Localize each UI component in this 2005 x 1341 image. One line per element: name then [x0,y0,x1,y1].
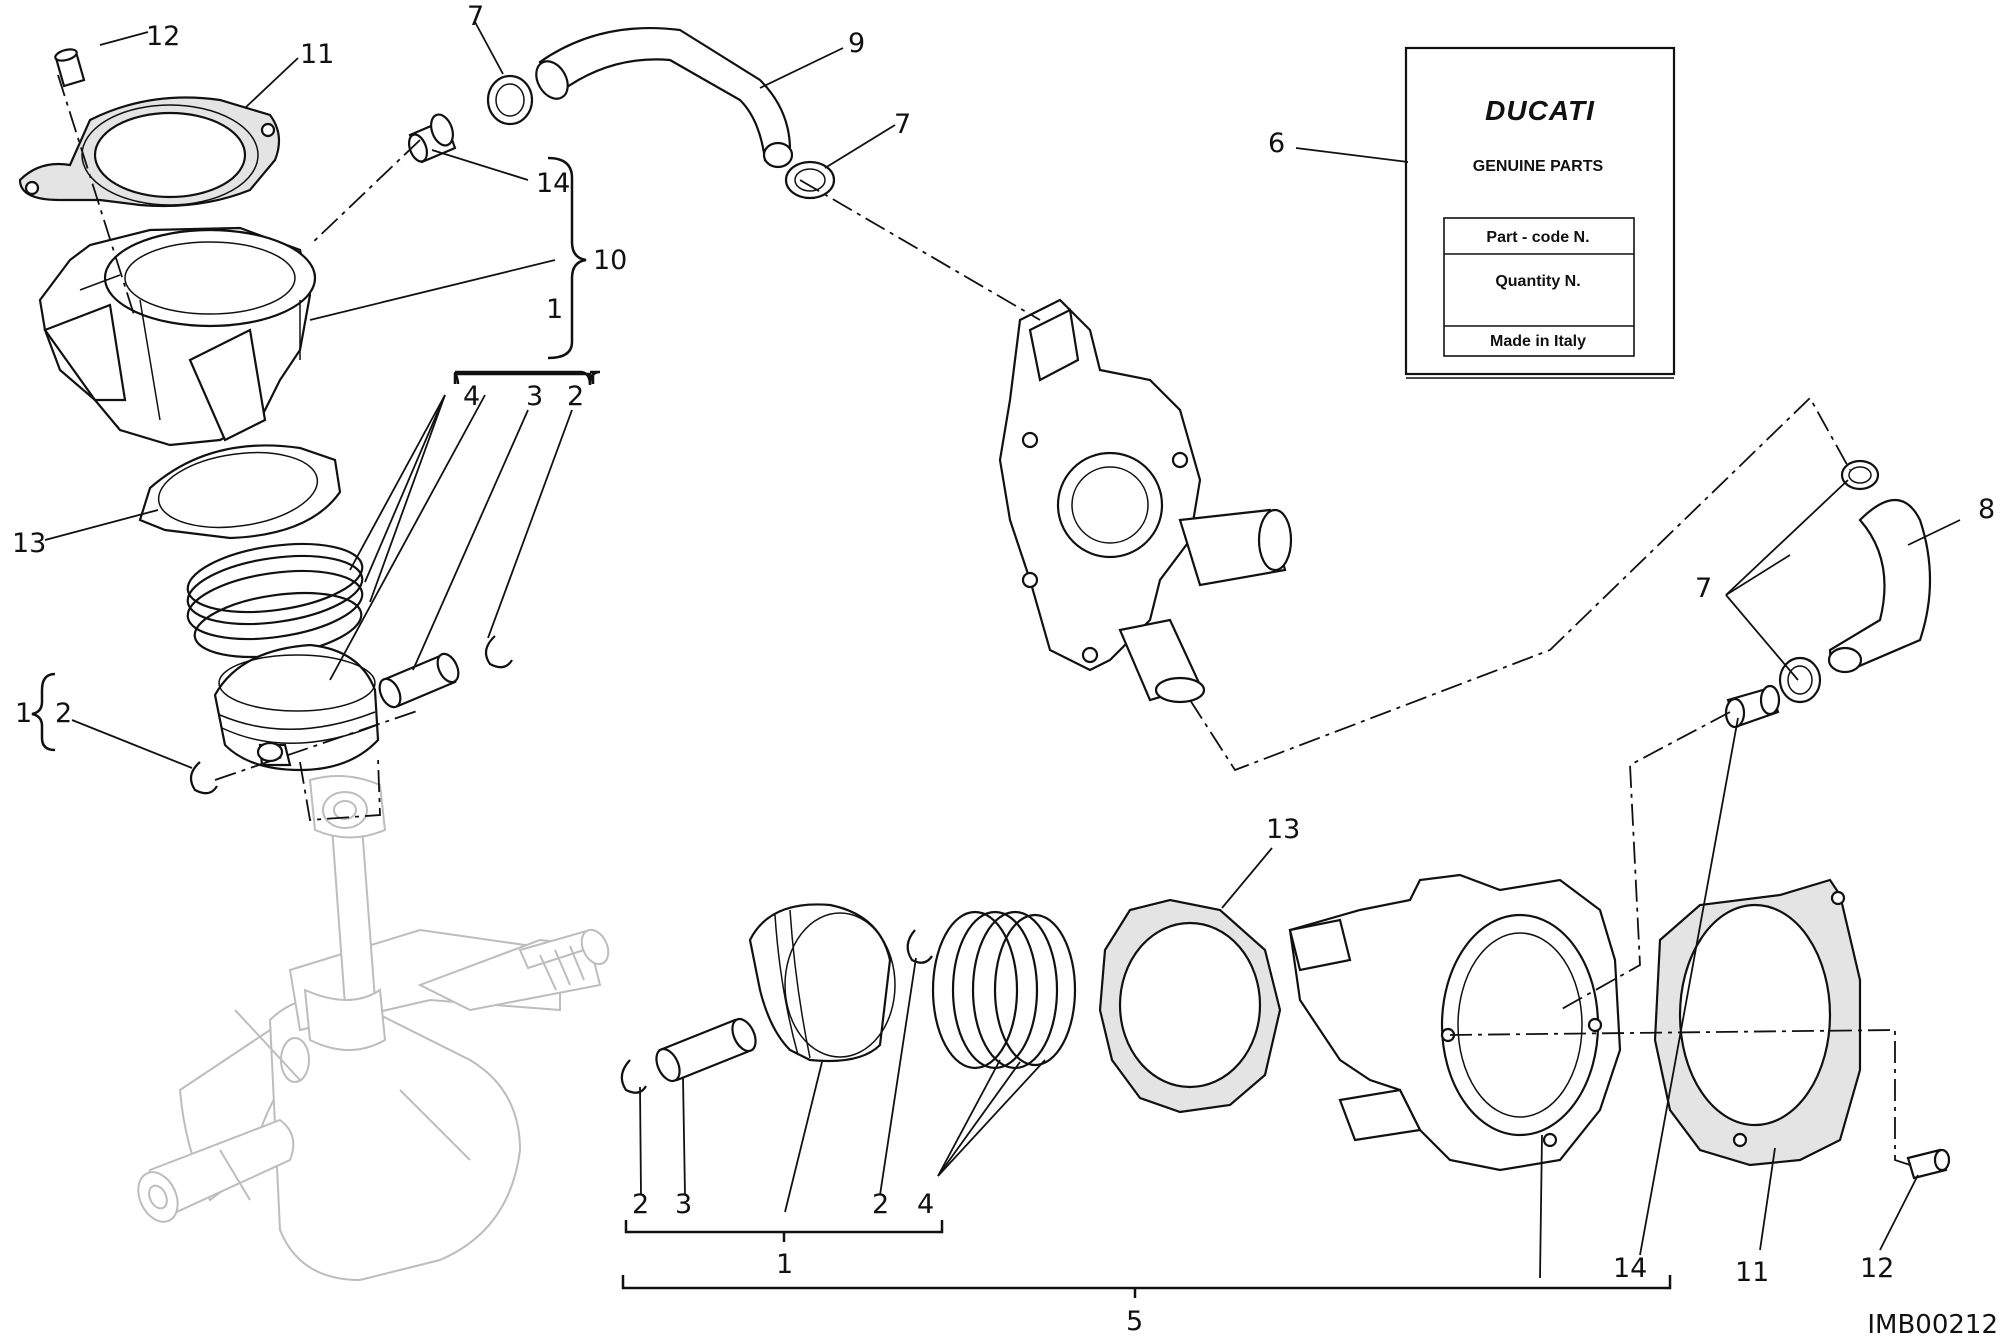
callout-14-top: 14 [536,168,570,199]
callout-1-bottom: 1 [776,1249,793,1280]
circlip-bottom-right [906,929,933,964]
callout-7-top-left: 7 [467,1,484,32]
circlip-bottom-left [620,1059,647,1094]
callout-7-top-right: 7 [894,109,911,140]
callout-12-bottom-right: 12 [1860,1253,1894,1284]
label-quantity-row: Quantity N. [1495,273,1580,290]
base-gasket-bottom [1098,898,1282,1114]
callout-1-top: 1 [546,294,563,325]
callout-14-bottom-right: 14 [1613,1253,1647,1284]
hose-right [1827,498,1932,674]
piston-rings-bottom [931,910,1077,1070]
genuine-parts-label: DUCATI GENUINE PARTS Part - code N. Quan… [1404,46,1676,379]
fitting-right [1724,684,1781,729]
base-gasket-top [138,444,342,540]
leader-lines [44,21,1961,1279]
label-part-code-row: Part - code N. [1486,229,1589,246]
brand-logo: DUCATI [1485,95,1595,126]
hose-clamp-right-bottom [1778,656,1822,704]
label-made-in-row: Made in Italy [1490,333,1586,350]
wrist-pin-top [378,652,460,709]
dowel-bottom [1906,1148,1951,1180]
dowel-top [54,48,86,88]
callout-2-bottom-left: 2 [632,1189,649,1220]
callout-9: 9 [848,28,865,59]
callout-1-left: 1 [15,698,32,729]
callout-3-bottom: 3 [675,1189,692,1220]
head-gasket-top [18,96,281,208]
callout-2-top: 2 [567,381,584,412]
hose-clamp-right-top [1840,459,1880,491]
brackets [31,156,1672,1298]
callout-4-top: 4 [463,381,480,412]
callout-13-mid: 13 [1266,814,1300,845]
callout-13-top: 13 [12,528,46,559]
wrist-pin-bottom [655,1017,757,1083]
callout-2-left: 2 [55,698,72,729]
callout-12-top: 12 [146,21,180,52]
callout-4-bottom: 4 [917,1189,934,1220]
head-gasket-bottom [1653,878,1862,1167]
circlip-top-left [189,761,218,795]
circlip-top-right [484,635,513,669]
callout-2-bottom-mid: 2 [872,1189,889,1220]
callout-labels: 12 11 14 7 9 7 6 10 1 4 3 2 13 1 2 7 8 1… [12,1,1995,1337]
fitting-top [407,113,457,164]
cylinder-bottom [1288,873,1622,1172]
callout-5-bottom: 5 [1126,1306,1143,1337]
callout-6: 6 [1268,128,1285,159]
callout-11-bottom-right: 11 [1735,1257,1769,1288]
cylinder-top [38,226,317,447]
callout-3-top: 3 [526,381,543,412]
water-pump [998,298,1293,704]
callout-10: 10 [593,245,627,276]
crankshaft-ghost [137,775,610,1282]
piston-rings-top [186,542,364,659]
label-subtitle: GENUINE PARTS [1473,158,1604,175]
callout-7-right: 7 [1695,573,1712,604]
image-code: IMB00212 [1867,1310,1998,1340]
piston-bottom [748,903,896,1063]
assembly-lines [57,74,1911,1166]
hose-clamp-top-left [486,74,534,126]
hose-clamp-top-right [784,160,836,200]
callout-11-top: 11 [300,39,334,70]
hose-top [535,27,794,169]
callout-8: 8 [1978,494,1995,525]
